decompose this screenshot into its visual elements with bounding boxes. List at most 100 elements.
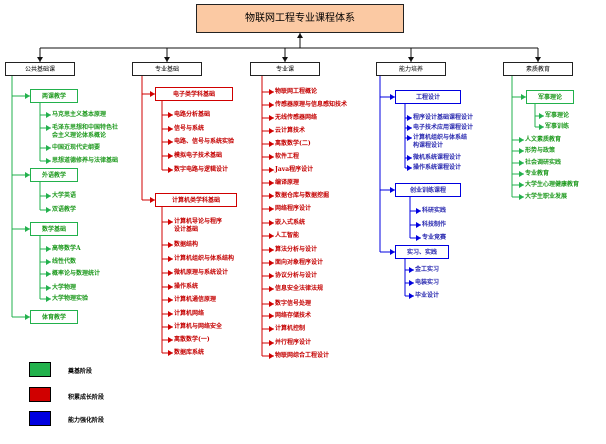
computer-arrow-head	[168, 284, 173, 290]
column-arrow-head	[408, 57, 414, 62]
col2-arrow-head	[150, 91, 155, 97]
title-arrow-head	[297, 33, 303, 38]
col1-arrow-head	[25, 314, 30, 320]
column-arrow-head	[164, 57, 170, 62]
design-arrow-head	[407, 165, 412, 171]
col3-arrow-head	[269, 326, 274, 332]
politics-arrow-head	[46, 145, 51, 151]
course-os-design: 操作系统课程设计	[413, 164, 462, 171]
course-data-mining: 数据仓库与数据挖掘	[275, 192, 330, 199]
course-mao-theory-line2: 会主义理论体系概论	[52, 132, 107, 139]
course-modern-history: 中国近现代史纲要	[52, 144, 101, 151]
column-header-major-courses: 专业课	[250, 62, 320, 76]
entrepreneurship-arrow-head	[416, 222, 421, 228]
course-electrical-assembly: 电装实习	[415, 279, 440, 286]
course-digital-logic: 数字电路与逻辑设计	[174, 166, 229, 173]
course-linear-algebra: 线性代数	[52, 258, 77, 265]
column-header-public-basics: 公共基础课	[5, 62, 75, 76]
group-box-military: 军事理论	[526, 90, 574, 104]
col3-arrow-head	[269, 167, 274, 173]
course-ai: 人工智能	[275, 232, 300, 239]
course-network-programming: 网络程序设计	[275, 205, 312, 212]
course-morality-law: 思想道德修养与法律基础	[52, 157, 119, 164]
electronics-arrow-head	[168, 153, 173, 159]
col3-arrow-head	[269, 247, 274, 253]
course-data-structures: 数据结构	[174, 241, 199, 248]
course-circuit-analysis: 电路分析基础	[174, 111, 211, 118]
column-arrow-head	[535, 57, 541, 62]
course-military-theory: 军事理论	[545, 112, 570, 119]
col5-arrow-head	[519, 160, 524, 166]
computer-arrow-head	[168, 270, 173, 276]
course-embedded: 嵌入式系统	[275, 219, 306, 226]
col5-arrow-head	[519, 182, 524, 188]
computer-arrow-head	[168, 256, 173, 262]
column-header-major-basics: 专业基础	[132, 62, 202, 76]
col3-arrow-head	[269, 260, 274, 266]
course-computer-control: 计算机控制	[275, 325, 306, 332]
column-arrow-head	[37, 57, 43, 62]
course-physics-lab: 大学物理实验	[52, 295, 89, 302]
computer-arrow-head	[168, 219, 173, 225]
entrepreneurship-arrow-head	[416, 208, 421, 214]
electronics-arrow-head	[168, 167, 173, 173]
course-intro-programming: 计算机导论与程序设计基础	[174, 218, 222, 234]
math-arrow-head	[46, 296, 51, 302]
course-computer-networks: 计算机网络	[174, 310, 205, 317]
col4-arrow-head	[390, 249, 395, 255]
col5-arrow-head	[521, 94, 526, 100]
col1-arrow-head	[25, 93, 30, 99]
course-mao-theory: 毛泽东思想和中国特色社会主义理论体系概论	[52, 124, 118, 140]
group-box-entrepreneurship: 创业训练课程	[395, 183, 461, 197]
col4-arrow-head	[390, 94, 395, 100]
course-probability: 概率论与数理统计	[52, 270, 101, 277]
course-software-engineering: 软件工程	[275, 153, 300, 160]
course-advanced-math: 高等数学A	[52, 245, 81, 252]
course-major-education: 专业教育	[525, 170, 550, 177]
internship-arrow-head	[409, 280, 414, 286]
course-computer-organization: 计算机组织与体系结构	[174, 255, 235, 262]
col3-arrow-head	[269, 233, 274, 239]
course-social-survey: 社会调研实践	[525, 159, 562, 166]
col1-arrow-head	[25, 226, 30, 232]
col3-arrow-head	[269, 301, 274, 307]
politics-arrow-head	[46, 112, 51, 118]
course-cloud-computing: 云计算技术	[275, 127, 306, 134]
col3-arrow-head	[269, 193, 274, 199]
col4-arrow-head	[390, 187, 395, 193]
politics-arrow-head	[46, 158, 51, 164]
course-humanities: 人文素质教育	[525, 136, 562, 143]
course-java: Java程序设计	[275, 166, 314, 173]
computer-arrow-head	[168, 337, 173, 343]
course-wsn: 无线传感器网络	[275, 114, 318, 121]
course-intro-programming-line2: 设计基础	[174, 226, 199, 233]
electronics-arrow-head	[168, 139, 173, 145]
math-arrow-head	[46, 285, 51, 291]
legend-label-strengthen: 能力强化阶段	[68, 417, 105, 424]
column-arrow-head	[282, 57, 288, 62]
computer-arrow-head	[168, 242, 173, 248]
group-box-engineering-design: 工程设计	[395, 90, 461, 104]
course-dsp: 数字信号处理	[275, 300, 312, 307]
computer-arrow-head	[168, 297, 173, 303]
group-box-politics: 两课教学	[30, 89, 78, 103]
col5-arrow-head	[519, 194, 524, 200]
col3-arrow-head	[269, 353, 274, 359]
course-graduation-project: 毕业设计	[415, 292, 440, 299]
course-network-security: 计算机与网络安全	[174, 323, 223, 330]
group-box-pe: 体育教学	[30, 310, 78, 324]
course-iot-project: 物联网综合工程设计	[275, 352, 330, 359]
course-career: 大学生职业发展	[525, 193, 568, 200]
course-analog-electronics: 模拟电子技术基础	[174, 152, 223, 159]
course-discrete-math-2: 离散数学(二)	[275, 140, 311, 147]
group-box-math: 数学基础	[30, 222, 78, 236]
legend-label-growth: 积累成长阶段	[68, 394, 105, 401]
course-tech-making: 科技制作	[422, 221, 447, 228]
entrepreneurship-arrow-head	[416, 235, 421, 241]
course-college-english: 大学英语	[52, 192, 77, 199]
language-arrow-head	[46, 207, 51, 213]
course-micro-design: 微机系统课程设计	[413, 154, 462, 161]
course-parallel-programming: 并行程序设计	[275, 339, 312, 346]
column-header-ability: 能力培养	[376, 62, 446, 76]
